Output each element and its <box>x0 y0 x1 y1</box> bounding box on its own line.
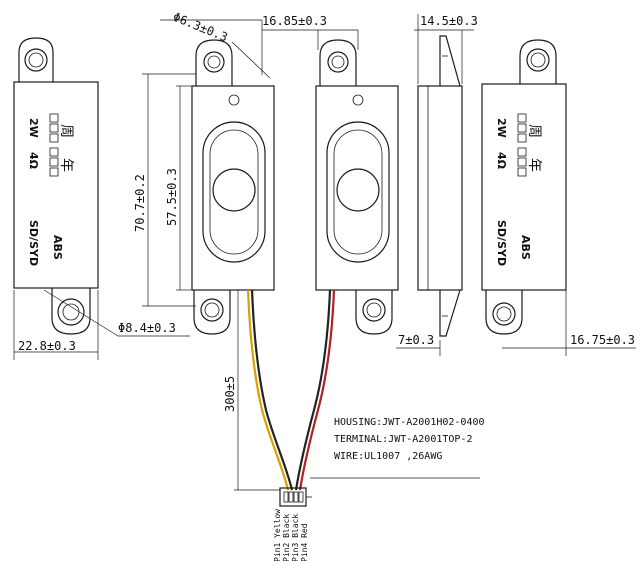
date-box <box>49 113 59 123</box>
speaker2-body <box>315 85 399 291</box>
speaker-front-view-1 <box>191 39 275 335</box>
impedance-text: 4Ω <box>27 152 40 170</box>
profile-body <box>417 85 463 291</box>
terminal-note: TERMINAL:JWT-A2001TOP-2 <box>334 434 472 445</box>
speaker1-vent <box>228 94 240 106</box>
profile-bottom-tab <box>439 289 461 337</box>
year-glyph: 年 <box>58 158 74 172</box>
date-box <box>517 113 527 123</box>
speaker2-cone <box>336 168 380 212</box>
wire-length-text: 300±5 <box>223 376 237 412</box>
left-top-tab <box>18 37 54 82</box>
impedance-text: 4Ω <box>495 152 508 170</box>
material-text: ABS <box>51 235 64 260</box>
speaker2-top-tab <box>319 39 357 86</box>
date-box <box>49 147 59 157</box>
pin4-label: Pin4 Red <box>300 523 309 561</box>
housing-note: HOUSING:JWT-A2001H02-0400 <box>334 417 485 428</box>
pin-labels: Pin1 Yellow Pin2 Black Pin3 Black Pin4 R… <box>273 509 309 561</box>
dimension-lines <box>13 14 636 491</box>
date-box <box>517 157 527 167</box>
year-glyph: 年 <box>526 158 542 172</box>
speaker2-frame-outer <box>326 121 390 263</box>
left-bottom-hole-outer <box>57 298 85 326</box>
side-profile-view <box>417 35 463 337</box>
speaker2-vent <box>352 94 364 106</box>
hole-small-text: Φ6.3±0.3 <box>171 10 230 45</box>
date-box <box>517 147 527 157</box>
black-wire <box>250 289 294 491</box>
connector-pin <box>283 491 289 503</box>
speaker1-frame-inner <box>209 129 259 255</box>
speaker1-top-hole-inner <box>207 55 221 69</box>
left-top-hole-inner <box>28 52 44 68</box>
right-top-hole-outer <box>526 48 550 72</box>
connector-pin <box>288 491 294 503</box>
right-bottom-hole-inner <box>496 306 512 322</box>
speaker-front-view-2 <box>315 39 399 335</box>
hole-large-text: Φ8.4±0.3 <box>118 321 176 335</box>
wire-note: WIRE:UL1007 ,26AWG <box>334 451 442 462</box>
width-right-text: 16.75±0.3 <box>570 333 635 347</box>
connector-pin <box>298 491 304 503</box>
width-bottom-text: 22.8±0.3 <box>18 339 76 353</box>
date-box <box>49 133 59 143</box>
speaker2-bottom-hole-inner <box>366 302 382 318</box>
speaker1-bottom-hole-inner <box>204 302 220 318</box>
speaker2-frame-inner <box>333 129 383 255</box>
speaker2-bottom-hole <box>362 298 386 322</box>
speaker1-top-hole <box>203 51 225 73</box>
width-top-text: 16.85±0.3 <box>262 14 327 28</box>
speaker1-bottom-tab <box>193 290 231 335</box>
wire-harness <box>246 289 336 507</box>
date-box <box>49 123 59 133</box>
date-box <box>517 123 527 133</box>
speaker1-body <box>191 85 275 291</box>
speaker1-cone <box>212 168 256 212</box>
yellow-wire <box>246 289 290 491</box>
pin3-label: Pin3 Black <box>291 514 300 561</box>
hole-small-leader <box>231 41 271 79</box>
right-top-tab <box>519 39 557 84</box>
red-wire <box>298 289 336 491</box>
height-inner-text: 57.5±0.3 <box>165 168 179 226</box>
right-label-view: 2W 4Ω SD/SYD ABS 周 年 <box>481 39 567 335</box>
connector-notes: HOUSING:JWT-A2001H02-0400 TERMINAL:JWT-A… <box>334 417 485 462</box>
date-box <box>49 167 59 177</box>
depth-text: 14.5±0.3 <box>420 14 478 28</box>
week-glyph: 周 <box>526 124 542 138</box>
profile-top-tab <box>439 35 461 87</box>
power-text: 2W <box>495 118 508 138</box>
connector-pin <box>293 491 299 503</box>
left-label-body <box>13 81 99 289</box>
speaker1-bottom-hole <box>200 298 224 322</box>
model-text: SD/SYD <box>495 220 508 266</box>
model-text: SD/SYD <box>27 220 40 266</box>
speaker2-bottom-tab <box>355 290 393 335</box>
hole-large-leader <box>43 289 119 337</box>
material-text: ABS <box>519 235 532 260</box>
right-top-hole-inner <box>530 52 546 68</box>
speaker1-top-tab <box>195 39 233 86</box>
right-bottom-tab <box>485 290 523 335</box>
date-box <box>517 167 527 177</box>
offset-text: 7±0.3 <box>398 333 434 347</box>
date-box <box>49 157 59 167</box>
speaker1-frame-outer <box>202 121 266 263</box>
height-total-text: 70.7±0.2 <box>133 174 147 232</box>
pin2-label: Pin2 Black <box>282 514 291 561</box>
speaker2-top-hole <box>327 51 349 73</box>
speaker2-top-hole-inner <box>331 55 345 69</box>
power-text: 2W <box>27 118 40 138</box>
pin1-label: Pin1 Yellow <box>273 509 282 561</box>
left-label-view: 2W 4Ω SD/SYD ABS 周 年 <box>13 37 99 335</box>
left-bottom-tab <box>51 288 91 335</box>
left-top-hole-outer <box>24 48 48 72</box>
right-bottom-hole-outer <box>492 302 516 326</box>
black-wire <box>294 289 332 491</box>
date-box <box>517 133 527 143</box>
week-glyph: 周 <box>58 124 74 138</box>
right-label-body <box>481 83 567 291</box>
